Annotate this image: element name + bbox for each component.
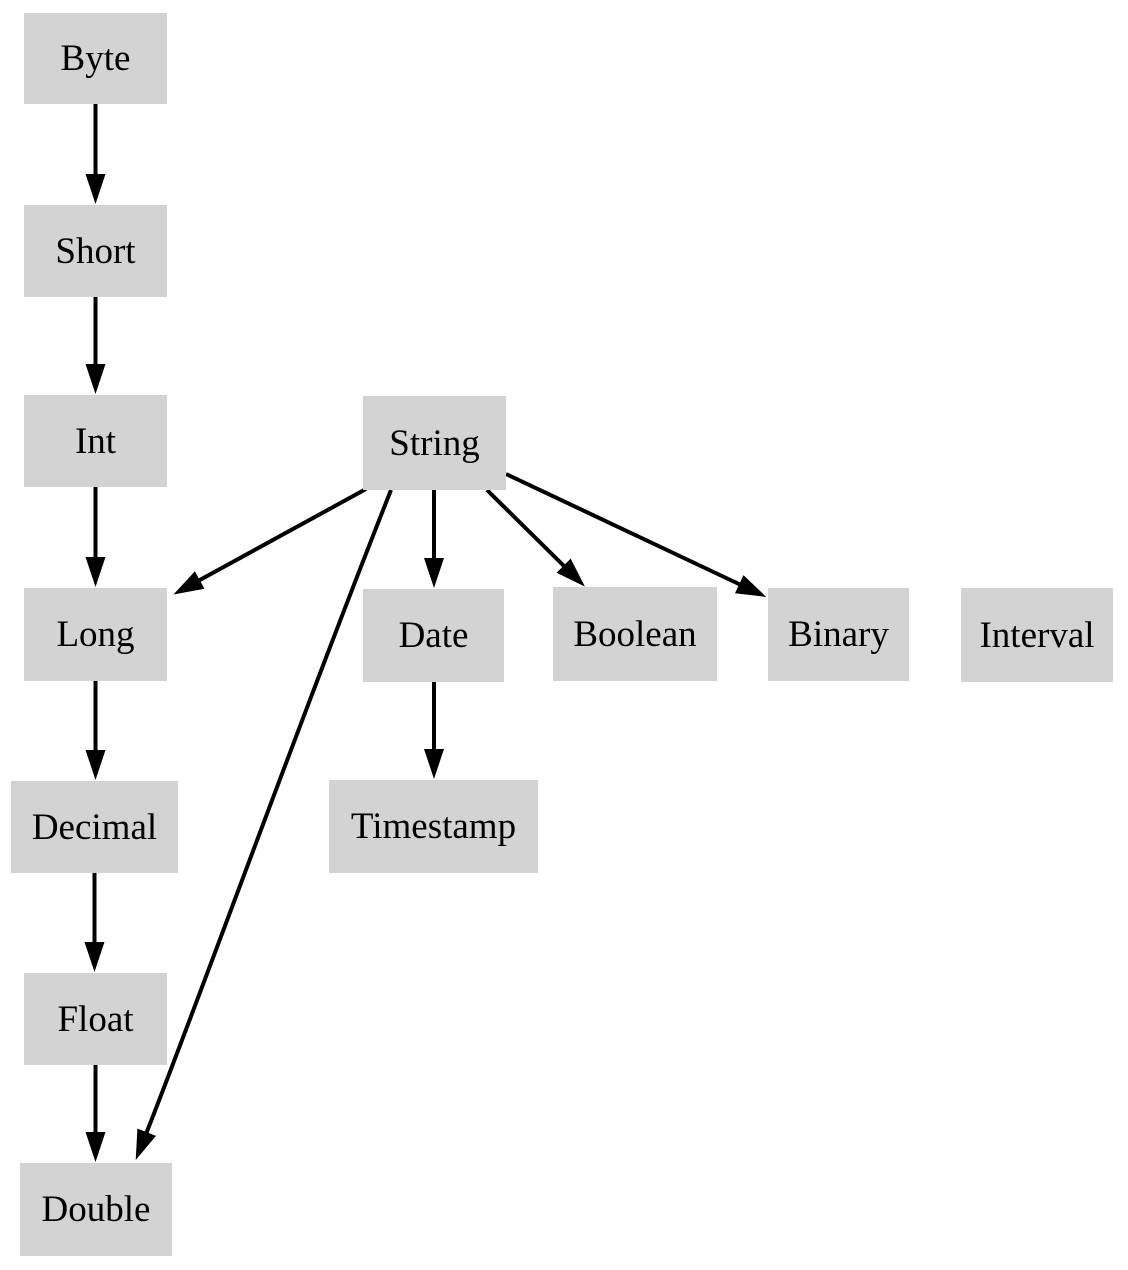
edge-string-to-boolean [485,488,585,587]
node-timestamp: Timestamp [329,780,538,873]
edge-string-to-binary [505,472,767,597]
node-byte: Byte [24,13,167,104]
node-short: Short [24,205,167,297]
node-boolean: Boolean [553,587,717,681]
node-string: String [363,396,506,490]
node-int: Int [24,395,167,487]
edge-string-to-long [173,487,367,595]
node-binary: Binary [768,588,909,681]
node-long: Long [24,588,167,681]
node-double: Double [20,1163,172,1256]
node-interval: Interval [961,588,1113,682]
node-date: Date [363,589,504,682]
node-float: Float [24,973,167,1065]
node-decimal: Decimal [11,781,178,873]
